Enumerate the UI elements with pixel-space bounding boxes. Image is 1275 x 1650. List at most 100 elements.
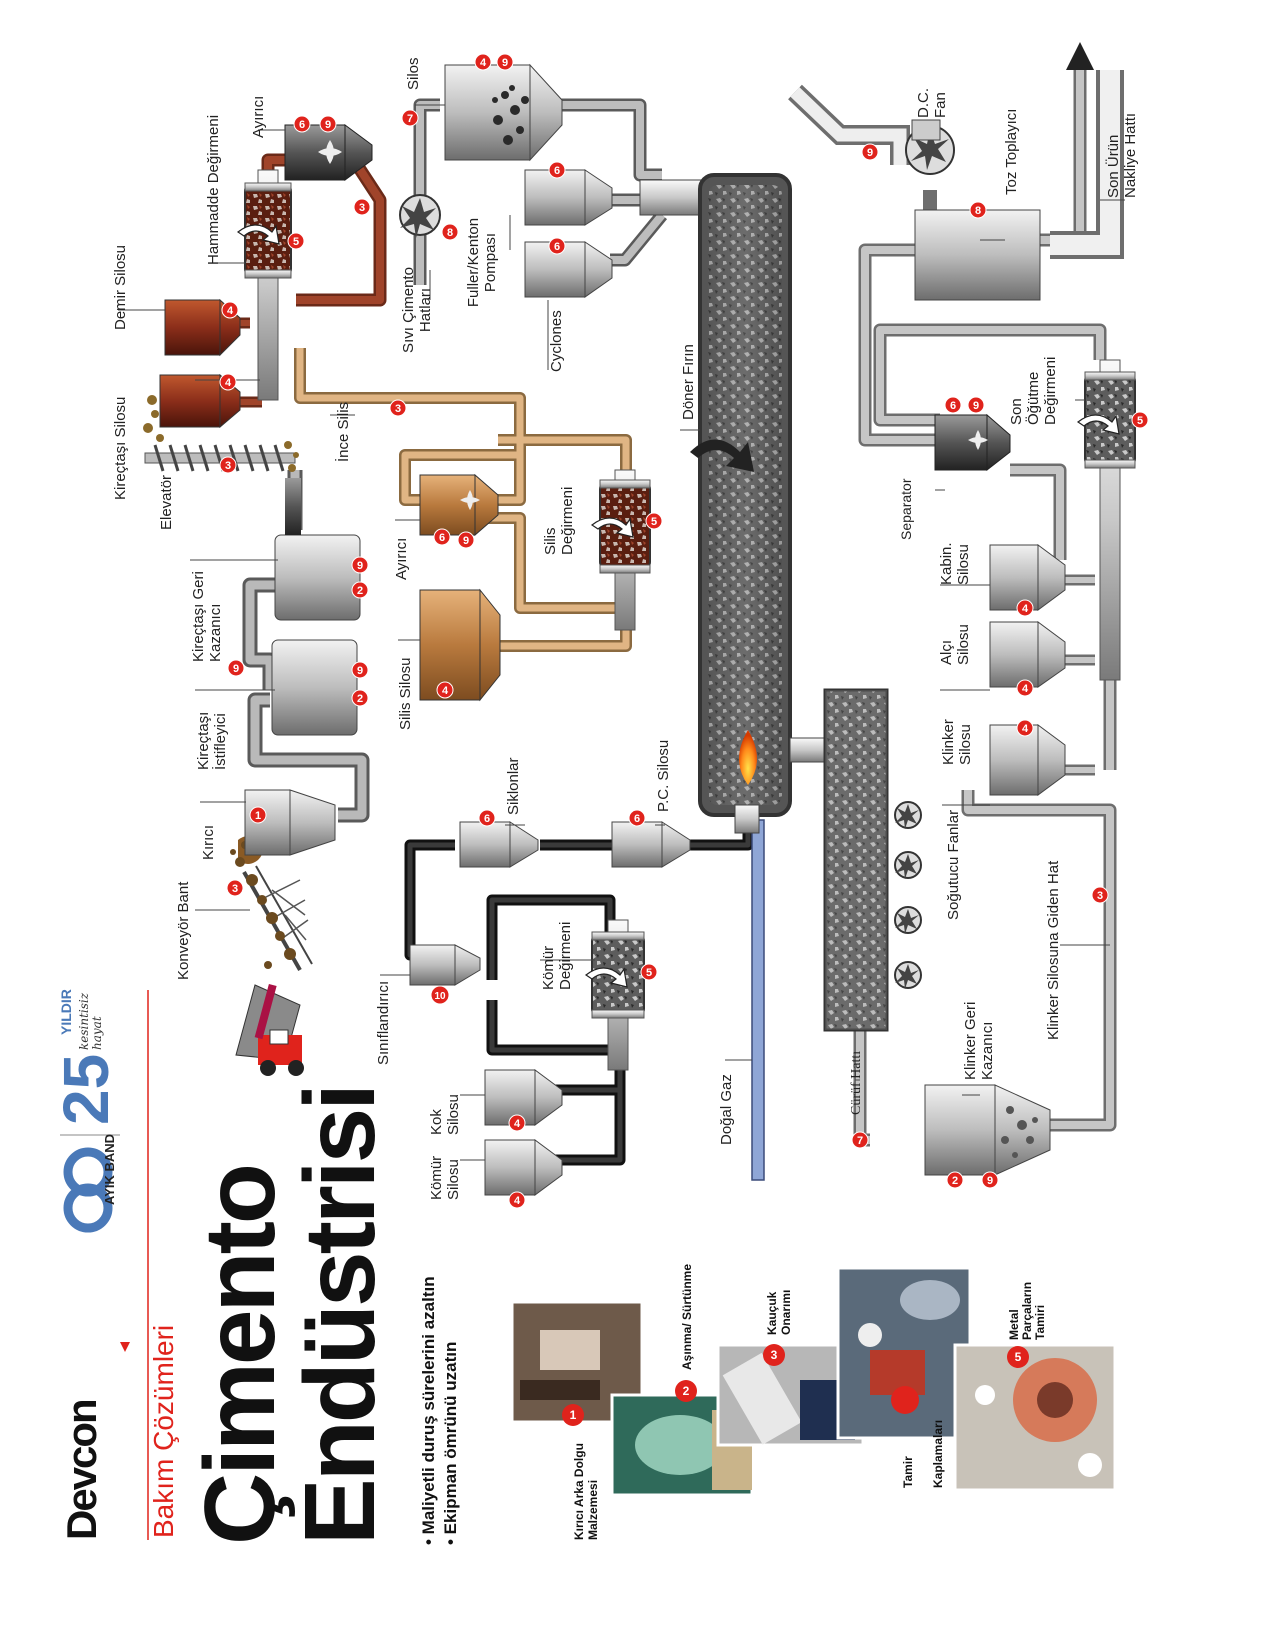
marker: 4 — [221, 301, 239, 319]
svg-text:10: 10 — [434, 991, 446, 1002]
marker: 3 — [353, 198, 371, 216]
svg-text:2: 2 — [357, 585, 363, 597]
marker: 2 — [946, 1171, 964, 1189]
marker: 3 — [389, 399, 407, 417]
anniversary-word: YILDIR — [58, 989, 74, 1035]
coke-silo — [484, 1069, 563, 1126]
shipping-line — [1050, 42, 1124, 259]
marker: 6 — [548, 161, 566, 179]
cooling-fans — [894, 801, 922, 989]
svg-text:9: 9 — [325, 119, 331, 131]
label-dc-fan: D.C. Fan — [915, 88, 949, 118]
limestone-stacker — [271, 639, 358, 736]
label-clinker-silo: Klinker Silosu — [940, 719, 974, 765]
pc-silo — [611, 821, 691, 868]
svg-text:4: 4 — [1022, 683, 1029, 695]
cyclones — [524, 169, 706, 298]
svg-text:2: 2 — [357, 693, 363, 705]
marker: 5 — [645, 512, 663, 530]
label-clinker-line: Klinker Silosuna Giden Hat — [1045, 860, 1062, 1040]
svg-text:9: 9 — [867, 147, 873, 159]
svg-text:5: 5 — [1015, 1350, 1022, 1364]
limestone-reclaimer — [274, 478, 361, 621]
marker: 3 — [219, 456, 237, 474]
silica-mill — [590, 469, 651, 631]
svg-text:4: 4 — [514, 1195, 521, 1207]
label-iron-silo: Demir Silosu — [112, 244, 129, 330]
marker: 9 — [496, 53, 514, 71]
label-limestone-stacker: Kireçtaşı İstifleyici — [195, 711, 229, 770]
natural-gas-line — [751, 819, 765, 1181]
ayik-band-logo — [60, 1134, 120, 1233]
label-silica-mill: Silis Değirmeni — [542, 486, 576, 555]
marker: 4 — [508, 1114, 526, 1132]
cyclone-unit — [459, 821, 539, 868]
svg-text:9: 9 — [357, 665, 363, 677]
bullet-list: • Maliyetli duruş sürelerini azaltın • E… — [418, 1276, 462, 1545]
label-separator-top: Ayırıcı — [250, 95, 267, 138]
marker: 9 — [981, 1171, 999, 1189]
photo-collage: 1 2 3 5 — [510, 1266, 1117, 1497]
marker: 5 — [640, 963, 658, 981]
marker: 3 — [226, 879, 244, 897]
anniversary-number: 25 — [50, 1053, 122, 1125]
partner-name: AYIK BAND — [102, 1133, 117, 1205]
clinker-pipes — [853, 60, 1117, 1147]
dump-truck — [235, 983, 304, 1076]
label-slag-line: Cürüf Hattı — [849, 1050, 864, 1115]
label-conveyor: Konveyör Bant — [175, 881, 192, 980]
dc-fan — [905, 119, 955, 175]
svg-text:4: 4 — [1022, 723, 1029, 735]
marker: 6 — [293, 115, 311, 133]
elevator-screw — [143, 395, 299, 472]
marker: 8 — [441, 223, 459, 241]
marker: 9 — [457, 531, 475, 549]
svg-text:4: 4 — [1022, 603, 1029, 615]
subtitle: Bakım Çözümleri — [148, 1324, 179, 1538]
label-finish-mill: Son Öğütme Değirmeni — [1008, 356, 1059, 425]
final-separator — [934, 413, 1011, 472]
svg-text:3: 3 — [771, 1348, 778, 1362]
svg-text:6: 6 — [439, 532, 445, 544]
svg-text:9: 9 — [233, 663, 239, 675]
finish-mill — [1076, 359, 1136, 681]
silica-pipes — [294, 348, 632, 652]
label-dust-collector: Toz Toplayıcı — [1003, 108, 1020, 195]
label-classifier: Sınıflandırıcı — [375, 980, 392, 1065]
devcon-logo: Devcon — [58, 1400, 105, 1540]
marker: 6 — [478, 809, 496, 827]
label-additive-silo: Kabin. Silosu — [938, 542, 972, 585]
label-gypsum-silo: Alçı Silosu — [938, 624, 972, 665]
svg-text:5: 5 — [646, 967, 652, 979]
svg-text:3: 3 — [359, 202, 365, 214]
label-fuller-pump: Fuller/Kenton Pompası — [465, 217, 499, 308]
devcon-triangle — [120, 1342, 130, 1352]
svg-text:7: 7 — [407, 113, 413, 125]
marker: 4 — [1016, 719, 1034, 737]
svg-text:3: 3 — [395, 403, 401, 415]
rotary-kiln — [690, 173, 831, 834]
label-coal-silo: Kömür Silosu — [428, 1155, 462, 1200]
top-separator — [284, 124, 373, 181]
limestone-silo — [159, 373, 241, 429]
svg-text:3: 3 — [232, 883, 238, 895]
marker: 2 — [351, 581, 369, 599]
solution-label-3: Kauçuk Onarımı — [765, 1289, 793, 1335]
label-separator-mid: Ayırıcı — [393, 537, 410, 580]
solution-label-1: Kırıcı Arka Dolgu Malzemesi — [572, 1443, 600, 1540]
marker: 9 — [351, 556, 369, 574]
coal-pipes — [404, 815, 754, 1166]
raw-mill — [236, 169, 292, 401]
solution-label-2: Aşınma/ Sürtünme — [680, 1263, 694, 1370]
page-title-line2: Endüstrisi — [284, 1086, 396, 1545]
svg-text:9: 9 — [463, 535, 469, 547]
marker: 4 — [474, 53, 492, 71]
svg-text:1: 1 — [255, 810, 261, 822]
gypsum-silo — [989, 621, 1066, 688]
svg-text:8: 8 — [447, 227, 453, 239]
classifier — [409, 944, 481, 986]
svg-text:4: 4 — [442, 685, 449, 697]
label-coal-mill: Kömür Değirmeni — [540, 921, 574, 990]
svg-text:6: 6 — [554, 241, 560, 253]
svg-text:2: 2 — [683, 1384, 690, 1398]
